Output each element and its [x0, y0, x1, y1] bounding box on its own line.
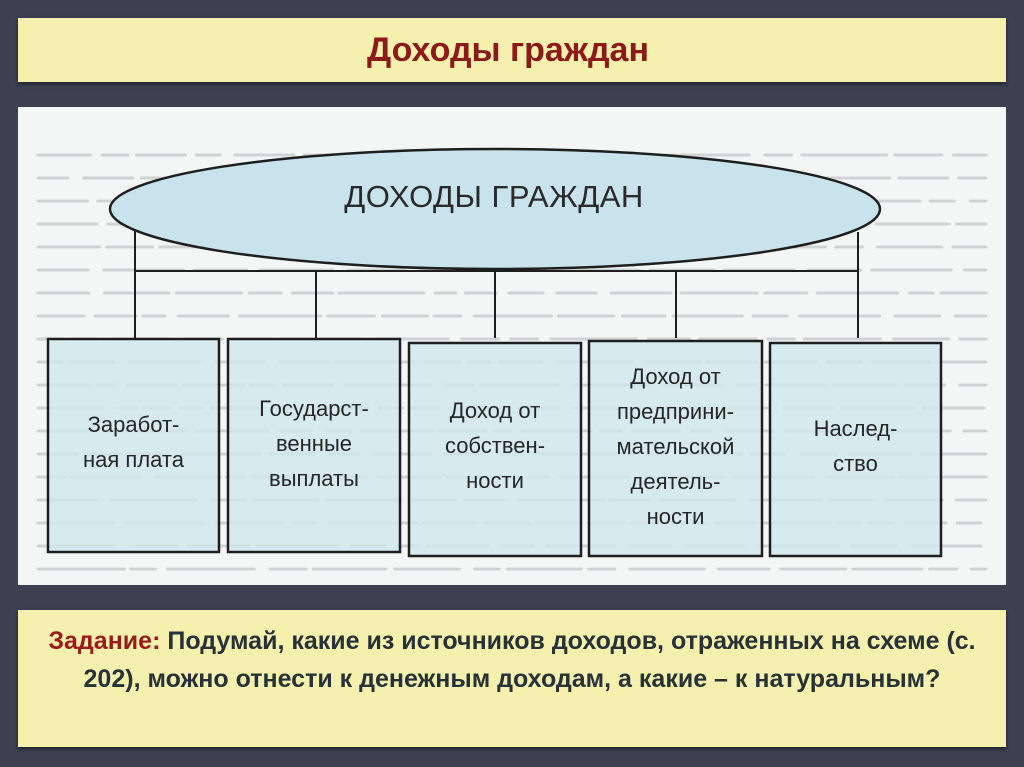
box-label-salary: Заработ- ная плата	[83, 412, 184, 472]
box-property-income	[407, 341, 583, 558]
diagram-panel: ДОХОДЫ ГРАЖДАН Заработ- ная плата Госуда…	[18, 107, 1006, 585]
title-bar: Доходы граждан	[18, 18, 1006, 82]
root-label: ДОХОДЫ ГРАЖДАН	[344, 179, 644, 214]
slide-title: Доходы граждан	[367, 30, 649, 69]
task-body: Подумай, какие из источников доходов, от…	[83, 627, 976, 693]
task-panel: Задание: Подумай, какие из источников до…	[18, 610, 1006, 747]
diagram-graphic	[46, 147, 943, 558]
task-label: Задание:	[48, 627, 161, 655]
task-text: Задание: Подумай, какие из источников до…	[48, 622, 976, 698]
box-salary	[46, 337, 221, 554]
box-business-income	[587, 339, 764, 558]
box-inheritance	[768, 341, 943, 558]
root-ellipse	[108, 147, 882, 271]
box-label-property-income: Доход от собствен- ности	[444, 398, 546, 493]
box-state-payments	[226, 337, 402, 554]
box-label-inheritance: Наслед- ство	[813, 416, 898, 476]
connector-lines	[134, 225, 859, 338]
box-label-state-payments: Государст- венные выплаты	[259, 396, 369, 491]
box-label-business-income: Доход от предприни- мательской деятель- …	[616, 364, 735, 529]
